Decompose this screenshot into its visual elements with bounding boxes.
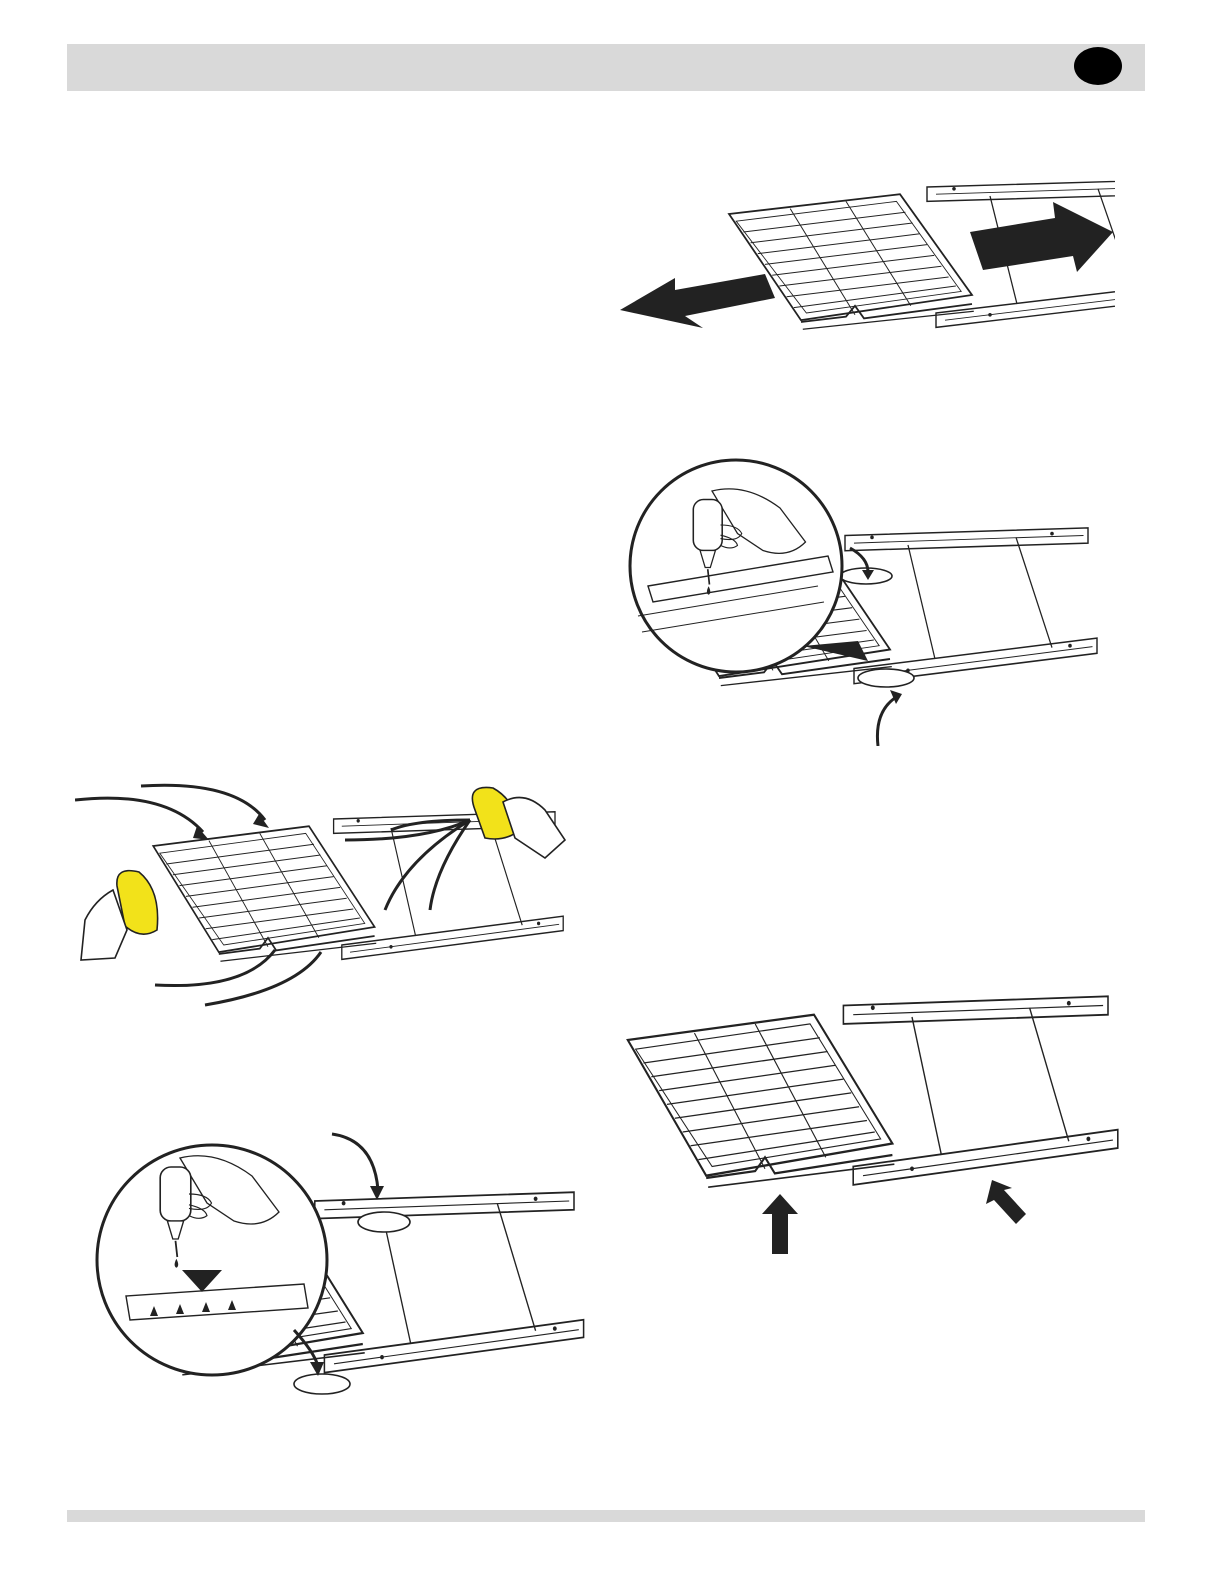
arrow-left-icon xyxy=(620,274,775,328)
footer-bar xyxy=(67,1510,1145,1522)
curved-arrow-icon xyxy=(75,798,203,832)
hand-icon xyxy=(503,798,565,859)
arrow-up-icon xyxy=(986,1180,1026,1224)
header-bar xyxy=(67,44,1145,91)
arrow-up-icon xyxy=(762,1194,798,1254)
highlight-oval xyxy=(858,669,914,687)
figure-slide-arrows xyxy=(615,170,1115,365)
highlight-oval xyxy=(294,1374,350,1394)
figure-lubricate-right xyxy=(628,456,1106,746)
arrow-right-icon xyxy=(970,202,1113,272)
page-number-badge xyxy=(1074,47,1122,85)
rack-icon xyxy=(628,996,1118,1187)
curved-arrow-icon xyxy=(332,1134,378,1190)
figure-clean-sponges xyxy=(75,780,570,1010)
curved-arrow-icon xyxy=(141,785,265,820)
figure-reinstall xyxy=(618,988,1138,1258)
curved-arrow-icon xyxy=(205,952,321,1005)
curved-arrow-icon xyxy=(877,696,898,746)
highlight-oval xyxy=(358,1212,410,1232)
figure-lubricate-left xyxy=(94,1130,590,1420)
curved-arrow-icon xyxy=(155,950,275,986)
